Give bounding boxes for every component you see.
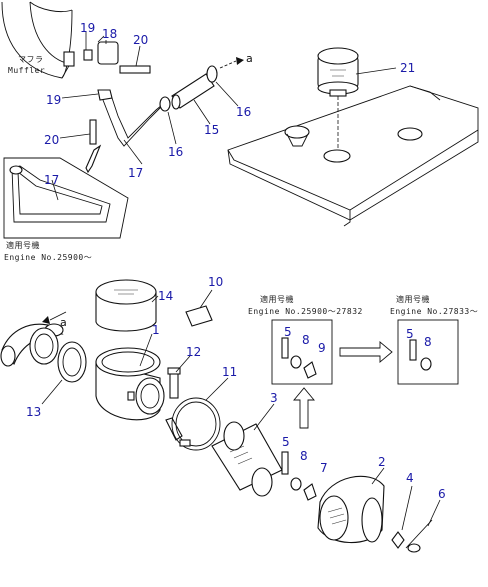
flow-arrow-a-top bbox=[219, 57, 244, 69]
callout-15: 15 bbox=[204, 123, 219, 137]
callout-numbers: 19 18 20 19 20 17 16 15 16 21 17 10 14 1… bbox=[26, 21, 446, 501]
pre-cleaner-21 bbox=[317, 47, 359, 150]
callout-14: 14 bbox=[158, 289, 173, 303]
callout-10: 10 bbox=[208, 275, 223, 289]
gasket-13 bbox=[29, 327, 87, 383]
seal-ring-upper bbox=[206, 65, 218, 83]
callout-6: 6 bbox=[438, 487, 446, 501]
upgrade-arrow-right bbox=[339, 341, 393, 363]
serial-jp-label-1: 適用号機 bbox=[6, 240, 40, 250]
callout-20-low: 20 bbox=[44, 133, 59, 147]
callout-13: 13 bbox=[26, 405, 41, 419]
callout-16-upper: 16 bbox=[236, 105, 251, 119]
caution-plate-10 bbox=[185, 305, 213, 327]
callout-8-new: 8 bbox=[424, 335, 432, 349]
safety-element-3 bbox=[211, 421, 283, 497]
primary-element-2 bbox=[317, 475, 385, 544]
callout-3: 3 bbox=[270, 391, 278, 405]
callout-8-old: 8 bbox=[302, 333, 310, 347]
wing-nut-set-center bbox=[281, 451, 317, 501]
kit-box-old bbox=[271, 319, 333, 385]
callout-1: 1 bbox=[152, 323, 160, 337]
leader-lines bbox=[41, 32, 441, 531]
serial-en-label-1: Engine No.25900～ bbox=[4, 253, 92, 262]
callout-16-lower: 16 bbox=[168, 145, 183, 159]
muffler-jp-label: マフラ bbox=[18, 55, 44, 64]
kit-parts-old bbox=[281, 337, 317, 379]
serial-jp-label-3: 適用号機 bbox=[396, 294, 430, 304]
wing-nut-4 bbox=[391, 531, 405, 549]
serial-en-label-2: Engine No.25900～27832 bbox=[248, 307, 363, 316]
air-cleaner-cap-14 bbox=[95, 279, 157, 332]
engine-hood bbox=[227, 85, 479, 227]
tail-pipe-detail-box bbox=[3, 157, 129, 239]
callout-9: 9 bbox=[318, 341, 326, 355]
callout-17-upper: 17 bbox=[128, 166, 143, 180]
clamp-band-11 bbox=[171, 397, 221, 451]
muffler-flange bbox=[63, 51, 75, 67]
kit-box-new bbox=[397, 319, 459, 385]
hose-15 bbox=[171, 73, 215, 110]
kit-parts-new bbox=[409, 339, 432, 371]
callout-19-top: 19 bbox=[80, 21, 95, 35]
washer-6 bbox=[405, 519, 433, 553]
seal-ring-lower bbox=[159, 96, 171, 112]
callout-21: 21 bbox=[400, 61, 415, 75]
callout-20-top: 20 bbox=[133, 33, 148, 47]
callout-4: 4 bbox=[406, 471, 414, 485]
serial-jp-label-2: 適用号機 bbox=[260, 294, 294, 304]
callout-11: 11 bbox=[222, 365, 237, 379]
callout-8-center: 8 bbox=[300, 449, 308, 463]
tail-pipe-upper bbox=[85, 97, 169, 174]
bracket-bolt-12 bbox=[165, 367, 183, 441]
callout-12: 12 bbox=[186, 345, 201, 359]
upgrade-arrow-up bbox=[293, 387, 315, 429]
callout-2: 2 bbox=[378, 455, 386, 469]
muffler-clamp-parts bbox=[83, 35, 151, 145]
callout-5-center: 5 bbox=[282, 435, 290, 449]
muffler-en-label: Muffler bbox=[8, 66, 45, 75]
muffler-body bbox=[1, 1, 75, 79]
callout-5-old: 5 bbox=[284, 325, 292, 339]
serial-en-label-3: Engine No.27833～ bbox=[390, 307, 478, 316]
callout-18: 18 bbox=[102, 27, 117, 41]
callout-7: 7 bbox=[320, 461, 328, 475]
arrow-a-label-top: a bbox=[246, 52, 253, 65]
flow-arrow-a-bottom bbox=[42, 311, 67, 324]
air-cleaner-body-1 bbox=[95, 347, 165, 421]
arrow-a-label-bottom: a bbox=[60, 316, 67, 329]
callout-17-detail: 17 bbox=[44, 173, 59, 187]
callout-19-mid: 19 bbox=[46, 93, 61, 107]
callout-5-new: 5 bbox=[406, 327, 414, 341]
